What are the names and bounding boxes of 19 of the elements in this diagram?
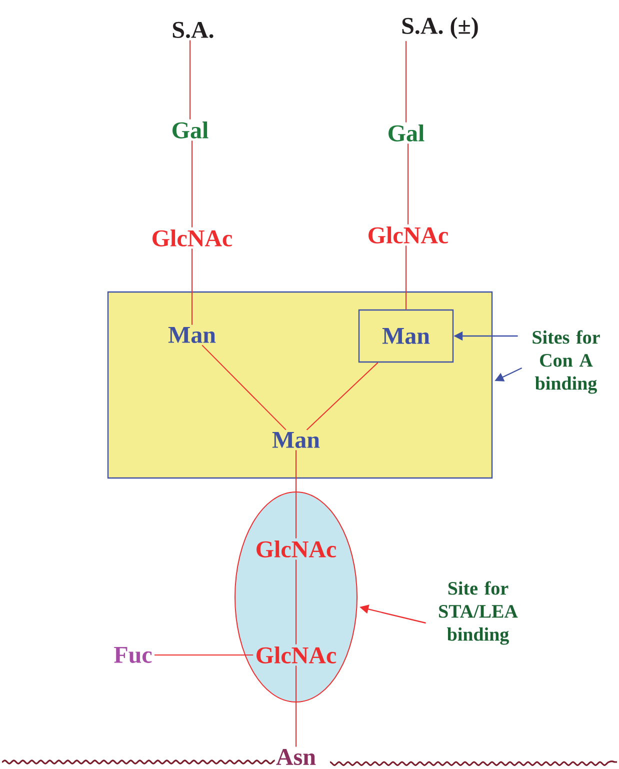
residue-box: Man (358, 309, 454, 363)
residue-label: Man (272, 432, 320, 448)
residue-label: Man (168, 327, 216, 343)
binding-region-box (107, 291, 493, 479)
residue-label: S.A. (±) (402, 17, 478, 39)
annotation-text: Site for STA/LEA binding (439, 581, 518, 645)
residue-label: Asn (276, 748, 316, 766)
link-line (306, 362, 378, 430)
residue-label: GlcNAc (368, 226, 448, 244)
link-line (202, 344, 286, 430)
residue-label: GlcNAc (152, 230, 232, 246)
residue-label: Gal (388, 124, 424, 142)
residue-label: S.A. (172, 22, 214, 38)
residue-label: Fuc (114, 647, 152, 664)
residue-label: GlcNAc (256, 540, 336, 558)
binding-region-ellipse (234, 492, 358, 702)
residue-label: GlcNAc (256, 646, 336, 664)
residue-label: Gal (172, 122, 208, 138)
annotation-text: Sites for Con A binding (532, 330, 600, 394)
